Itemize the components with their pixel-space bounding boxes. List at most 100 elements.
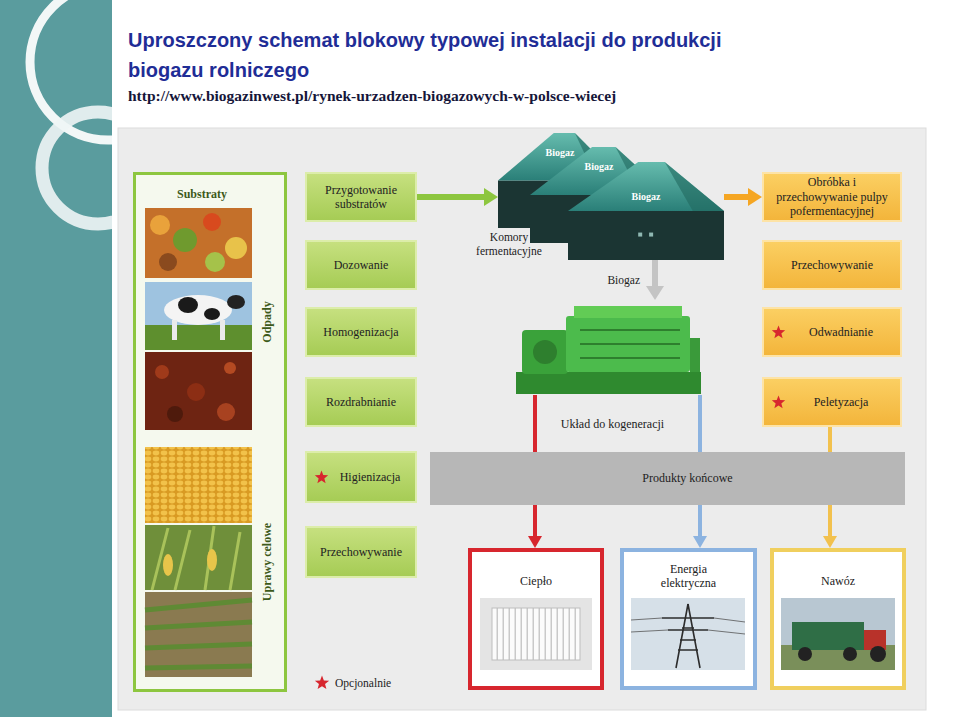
product-box: Ciepło [468, 548, 604, 690]
node-text: Ciepło [520, 574, 552, 588]
illustration-part [145, 282, 252, 350]
group-label: Odpady [260, 301, 275, 342]
illustration-part [781, 598, 895, 670]
illustration-part [145, 525, 252, 590]
illustration-part [472, 552, 600, 686]
illustration-part [870, 646, 886, 662]
node-text: Odwadnianie [809, 325, 873, 339]
node-text: Substraty [146, 187, 258, 201]
process-box: Odwadnianie [762, 307, 902, 357]
substrate-panel [134, 173, 286, 691]
illustration-part [150, 215, 170, 235]
connector [823, 505, 837, 548]
connector [830, 427, 831, 452]
tank-outline [568, 162, 724, 260]
process-box: Przechowywanie [762, 240, 902, 290]
illustration-part [631, 618, 745, 634]
connector-line [652, 260, 658, 289]
group-label: Uprawy celowe [260, 523, 275, 601]
node-text: Peletyzacja [814, 395, 869, 409]
illustration-part [492, 608, 580, 660]
star-shape [772, 395, 785, 408]
node-text: Nawóz [821, 574, 855, 588]
arrowhead [484, 188, 498, 206]
illustration-part [631, 598, 745, 670]
connector [535, 395, 536, 452]
illustration-part [155, 365, 169, 379]
connector-line [698, 395, 702, 452]
node-text: Biogaz [568, 191, 724, 203]
node-text: Przechowywanie [791, 258, 873, 272]
legend-entry: Opcjonalnie [314, 675, 391, 691]
illustration-part [533, 340, 557, 364]
arrowhead [528, 536, 542, 548]
optional-star [771, 325, 786, 340]
optional-star [314, 675, 330, 691]
product-pictures [472, 552, 902, 686]
chp-unit: Układ do kogeneracji [505, 300, 720, 395]
process-box: Przechowywanie [305, 526, 417, 578]
optional-star [314, 470, 329, 485]
connector-line [417, 194, 487, 200]
arrowhead [693, 536, 707, 548]
illustration-part [522, 330, 568, 374]
illustration-part [207, 549, 217, 571]
roof-facet [665, 162, 724, 211]
illustration-part [843, 647, 857, 661]
illustration-part [220, 320, 225, 340]
connector [417, 188, 498, 206]
illustration-part [42, 112, 112, 224]
illustration-part [203, 213, 221, 231]
diagram-title: Uproszczony schemat blokowy typowej inst… [128, 25, 738, 85]
illustration-part [662, 604, 714, 668]
illustration-part [480, 598, 592, 670]
illustration-part [580, 330, 680, 358]
star-shape [315, 676, 329, 690]
product-box: Energia elektryczna [620, 548, 757, 690]
connector-line [828, 505, 832, 538]
node-text: Energia elektryczna [653, 562, 725, 591]
connector-line [698, 505, 702, 538]
connector [724, 188, 762, 206]
illustration-part [798, 647, 812, 661]
process-box: Obróbka i przechowywanie pulpy poferment… [762, 172, 902, 222]
illustration-part [178, 297, 198, 313]
node-text: Rozdrabnianie [326, 395, 396, 409]
connector [693, 505, 707, 548]
edge-label: Biogaz [605, 274, 642, 286]
illustration-part [145, 592, 252, 677]
illustration-part [624, 552, 753, 686]
tank-detail [649, 233, 653, 237]
node-text: Higienizacja [340, 470, 401, 484]
node-text: Dozowanie [334, 258, 389, 272]
illustration-part [163, 554, 173, 576]
illustration-part [224, 362, 236, 374]
node-text: Układ do kogeneracji [505, 417, 720, 431]
connector [646, 260, 664, 300]
illustration-part [792, 622, 864, 650]
node-text: Przechowywanie [320, 545, 402, 559]
illustration-part [167, 406, 183, 422]
illustration-part [159, 253, 177, 271]
node-text: Produkty końcowe [642, 471, 732, 485]
chp-generator [516, 306, 701, 394]
star-shape [315, 470, 328, 483]
process-box: Dozowanie [305, 240, 417, 290]
illustration-part [204, 308, 220, 320]
illustration-part [145, 208, 252, 278]
illustration-part [145, 325, 252, 350]
node-text: Przygotowanie substratów [313, 183, 409, 212]
process-box: Peletyzacja [762, 377, 902, 427]
process-box: Homogenizacja [305, 307, 417, 357]
illustration-part [145, 447, 252, 523]
legend-text: Opcjonalnie [335, 677, 391, 689]
illustration-part [30, 0, 112, 224]
source-url: http://www.biogazinwest.pl/rynek-urzadze… [128, 87, 616, 105]
arrowhead [823, 536, 837, 548]
process-box: Rozdrabnianie [305, 377, 417, 427]
illustration-part [690, 338, 700, 372]
diagram-panel [118, 128, 926, 710]
